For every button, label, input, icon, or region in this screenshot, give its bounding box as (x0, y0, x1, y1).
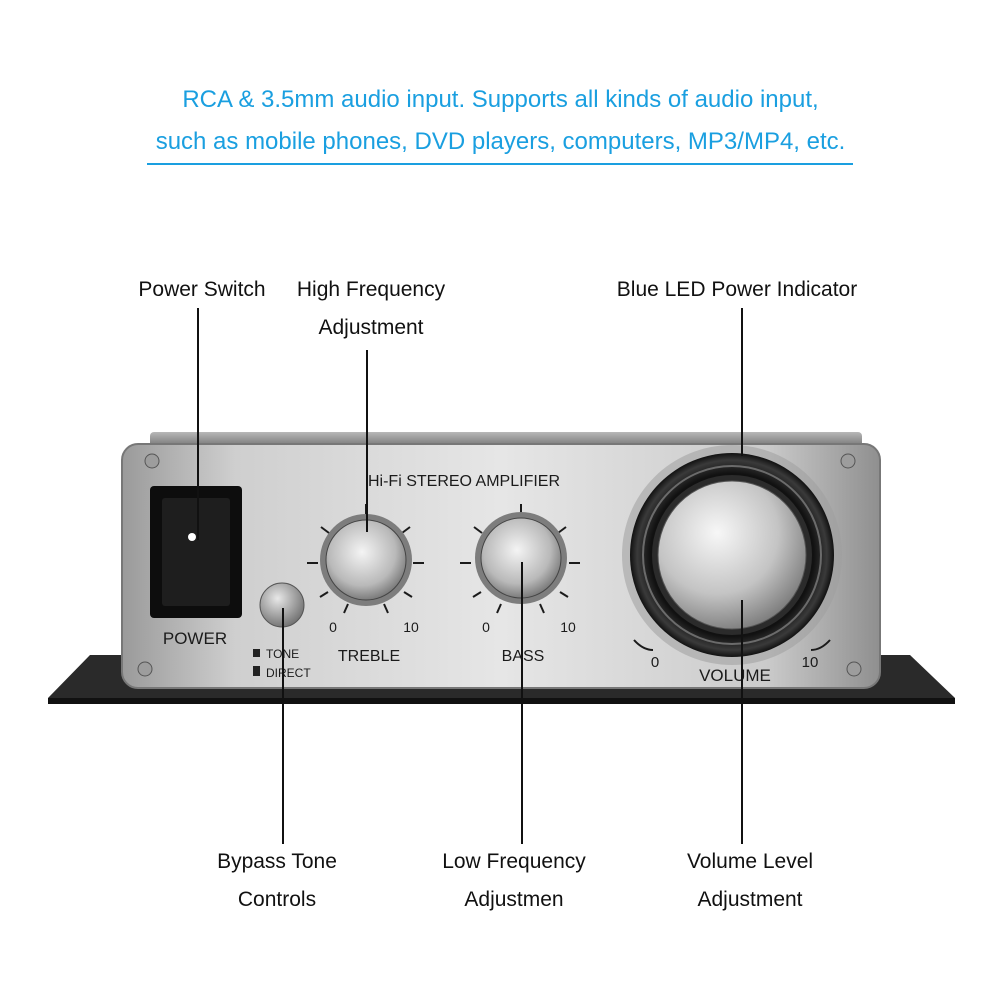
power-label: POWER (163, 629, 227, 648)
blue-led-callout-text: Blue LED Power Indicator (616, 278, 858, 301)
blue-led-callout: Blue LED Power Indicator (598, 271, 876, 309)
volume-knob[interactable] (657, 480, 807, 630)
bass-label: BASS (502, 648, 545, 665)
high-frequency-line-2: Adjustment (318, 316, 424, 339)
volume-scale-right (810, 639, 831, 651)
power-dot-icon (188, 533, 196, 541)
tone-indicator-icon (253, 649, 260, 657)
screw-icon (137, 453, 862, 677)
bass-scale (460, 504, 580, 614)
volume-scale-left (633, 639, 654, 651)
low-frequency-callout: Low Frequency Adjustmen (426, 843, 602, 919)
bypass-line-2: Controls (237, 888, 317, 911)
headline-line-1: RCA & 3.5mm audio input. Supports all ki… (182, 86, 819, 113)
leader-bypass (282, 608, 284, 844)
volume-max: 10 (802, 654, 819, 671)
volume-min: 0 (651, 654, 659, 671)
volume-line-2: Adjustment (697, 888, 803, 911)
high-frequency-line-1: High Frequency (296, 278, 446, 301)
headline-line-2: such as mobile phones, DVD players, comp… (155, 128, 846, 155)
high-frequency-callout: High Frequency Adjustment (280, 271, 462, 347)
treble-min: 0 (329, 619, 337, 635)
power-switch-callout: Power Switch (122, 271, 282, 309)
low-frequency-line-2: Adjustmen (464, 888, 564, 911)
treble-knob[interactable] (325, 519, 407, 601)
bypass-line-1: Bypass Tone (217, 850, 337, 873)
direct-indicator-icon (253, 666, 260, 676)
volume-label: VOLUME (699, 666, 771, 685)
leader-blue-led (741, 308, 743, 456)
low-frequency-line-1: Low Frequency (442, 850, 586, 873)
headline-underline (147, 163, 853, 165)
treble-max: 10 (403, 619, 419, 635)
leader-volume (741, 600, 743, 844)
bypass-callout: Bypass Tone Controls (196, 843, 358, 919)
amplifier-title: Hi-Fi STEREO AMPLIFIER (368, 473, 560, 490)
bass-min: 0 (482, 619, 490, 635)
direct-label: DIRECT (266, 666, 311, 680)
leader-high-frequency (366, 350, 368, 532)
treble-label: TREBLE (338, 648, 400, 665)
bass-max: 10 (560, 619, 576, 635)
volume-line-1: Volume Level (686, 850, 814, 873)
volume-callout: Volume Level Adjustment (664, 843, 836, 919)
power-switch-callout-text: Power Switch (138, 278, 266, 301)
leader-low-frequency (521, 562, 523, 844)
leader-power-switch (197, 308, 199, 540)
